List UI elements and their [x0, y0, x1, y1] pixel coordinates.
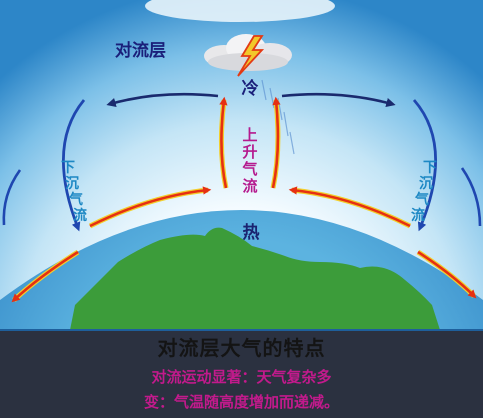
rising-air-label-char: 升: [242, 143, 257, 161]
sinking-air-label-left-char: 沉: [65, 175, 79, 192]
hot-label: 热: [243, 222, 260, 243]
rising-air-label-char: 气: [241, 160, 257, 178]
outflow-arrows: [106, 92, 396, 108]
rising-air-arrows: [218, 96, 281, 189]
sinking-air-label-right-char: 气: [414, 191, 429, 208]
sinking-air-label-left-char: 下: [61, 160, 75, 176]
sinking-air-label-right-char: 流: [411, 207, 425, 224]
rising-air-label-char: 流: [242, 177, 257, 195]
caption-title: 对流层大气的特点: [157, 336, 326, 360]
caption-line-1: 对流运动显著：天气复杂多: [151, 368, 332, 386]
layer-name-label: 对流层: [115, 40, 166, 61]
cold-label: 冷: [242, 78, 259, 99]
earth-land: [70, 227, 440, 330]
surface-flow-arrows: [11, 186, 477, 303]
sinking-air-label-right-char: 下: [423, 160, 437, 176]
caption-line-2: 变：气温随高度增加而递减。: [143, 393, 339, 411]
sinking-air-label-right-char: 沉: [419, 175, 433, 192]
sinking-air-label-left-char: 流: [73, 207, 87, 224]
lightning-icon: [237, 35, 265, 77]
rising-air-label-char: 上: [242, 126, 257, 144]
sinking-air-arrows: [2, 99, 482, 232]
sinking-air-label-left-char: 气: [68, 191, 83, 208]
